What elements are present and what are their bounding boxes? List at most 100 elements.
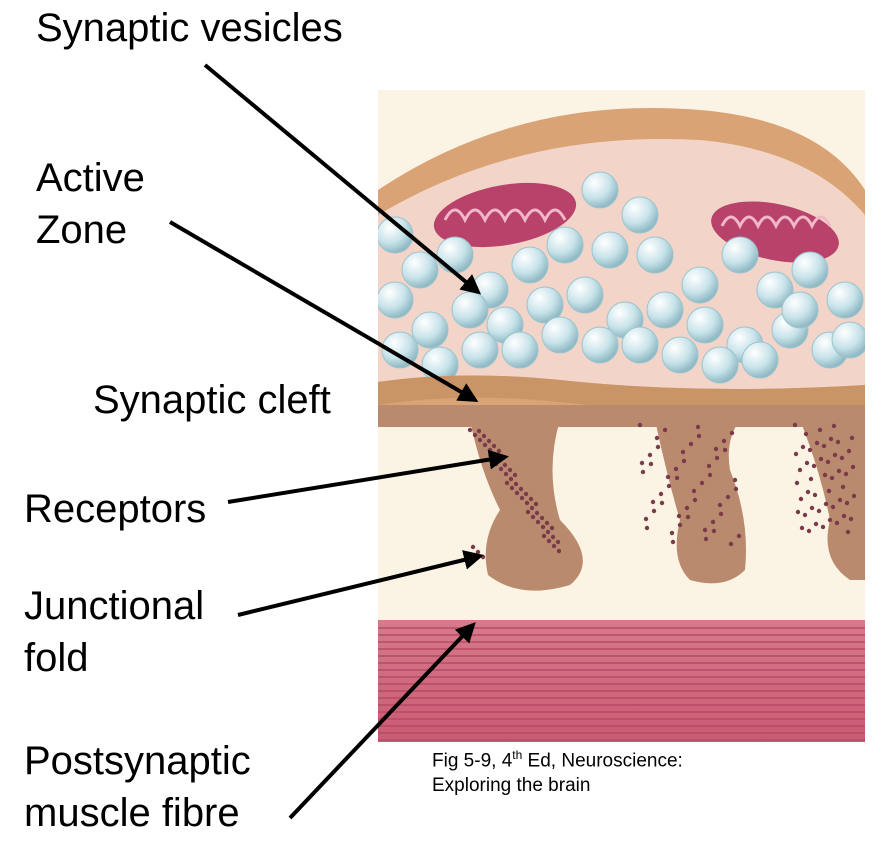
receptor-dot: [676, 513, 682, 519]
receptors-cluster: [467, 422, 857, 560]
receptor-dot: [835, 439, 841, 445]
receptor-dot: [834, 520, 840, 526]
label-active-zone: Active Zone: [36, 152, 145, 256]
receptor-dot: [699, 480, 705, 486]
receptor-dot: [818, 456, 824, 462]
receptor-dot: [845, 529, 851, 535]
receptor-dot: [503, 471, 509, 477]
synaptic-vesicle: [581, 171, 619, 209]
receptor-dot: [681, 458, 687, 464]
receptor-dot: [507, 467, 513, 473]
receptor-dot: [688, 441, 694, 447]
receptor-dot: [684, 505, 690, 511]
receptor-dot: [551, 543, 557, 549]
receptor-dot: [837, 497, 843, 503]
receptor-dot: [806, 528, 812, 534]
receptor-dot: [805, 489, 811, 495]
receptor-dot: [530, 514, 536, 520]
receptor-dot: [534, 510, 540, 516]
synaptic-vesicle: [756, 271, 794, 309]
label-postsynaptic-muscle-fibre: Postsynaptic muscle fibre: [24, 735, 251, 839]
receptor-dot: [544, 520, 550, 526]
receptor-dot: [800, 444, 806, 450]
synaptic-vesicle: [686, 306, 724, 344]
caption-prefix: Fig 5-9, 4: [432, 750, 513, 772]
receptor-dot: [659, 500, 665, 506]
receptor-dot: [491, 443, 497, 449]
receptor-dot: [696, 433, 702, 439]
receptor-dot: [811, 463, 817, 469]
synaptic-vesicle: [681, 266, 719, 304]
receptor-dot: [486, 438, 492, 444]
receptor-dot: [844, 500, 850, 506]
receptor-dot: [828, 436, 834, 442]
receptor-dot: [797, 467, 803, 473]
receptor-dot: [685, 514, 691, 520]
receptor-dot: [472, 432, 478, 438]
receptor-dot: [832, 452, 838, 458]
label-synaptic-vesicles: Synaptic vesicles: [36, 6, 343, 50]
receptor-dot: [798, 496, 804, 502]
receptor-dot: [802, 512, 808, 518]
receptor-dot: [794, 480, 800, 486]
receptor-dot: [836, 468, 842, 474]
synaptic-vesicle: [378, 216, 414, 254]
receptor-dot: [808, 476, 814, 482]
receptor-dot: [799, 525, 805, 531]
synaptic-vesicle: [781, 291, 819, 329]
receptor-dot: [525, 509, 531, 515]
receptor-dot: [480, 554, 486, 560]
caption-superscript: th: [512, 748, 523, 762]
synaptic-vesicle: [646, 291, 684, 329]
presynaptic-membrane-edge: [378, 375, 865, 412]
receptor-dot: [467, 427, 473, 433]
synaptic-vesicle: [378, 281, 414, 319]
receptor-dot: [851, 493, 857, 499]
label-active-zone-line1: Active: [36, 156, 145, 200]
label-postsynaptic-line2: muscle fibre: [24, 791, 240, 835]
receptor-dot: [497, 457, 503, 463]
receptor-dot: [813, 521, 819, 527]
receptor-dot: [732, 477, 738, 483]
receptor-dot: [658, 491, 664, 497]
receptor-dot: [722, 447, 728, 453]
receptor-dot: [711, 528, 717, 534]
label-junctional-fold-line1: Junctional: [24, 584, 205, 628]
receptor-dot: [529, 505, 535, 511]
receptor-dot: [718, 511, 724, 517]
receptor-dot: [714, 455, 720, 461]
synaptic-vesicle: [581, 326, 619, 364]
receptor-dot: [524, 500, 530, 506]
synaptic-vesicle: [831, 321, 865, 359]
receptor-dot: [670, 539, 676, 545]
receptor-dot: [809, 505, 815, 511]
receptor-dot: [508, 476, 514, 482]
receptor-dot: [823, 501, 829, 507]
receptor-dot: [496, 448, 502, 454]
receptor-dot: [651, 508, 657, 514]
synaptic-vesicle: [411, 311, 449, 349]
receptor-dot: [804, 460, 810, 466]
receptor-dot: [792, 422, 798, 428]
receptor-dot: [665, 474, 671, 480]
receptor-dot: [487, 447, 493, 453]
synaptic-vesicle: [661, 336, 699, 374]
label-active-zone-line2: Zone: [36, 208, 128, 252]
synaptic-vesicle: [701, 346, 739, 384]
synaptic-vesicle: [791, 251, 829, 289]
receptor-dot: [545, 529, 551, 535]
label-synaptic-cleft: Synaptic cleft: [93, 378, 331, 422]
receptor-dot: [475, 549, 481, 555]
synaptic-vesicle: [566, 276, 604, 314]
receptor-dot: [476, 428, 482, 434]
receptor-dot: [677, 522, 683, 528]
receptor-dot: [812, 492, 818, 498]
receptor-dot: [825, 459, 831, 465]
receptor-dot: [713, 446, 719, 452]
receptor-dot: [482, 442, 488, 448]
receptor-dot: [539, 515, 545, 521]
receptor-dot: [546, 538, 552, 544]
receptor-dot: [695, 424, 701, 430]
receptor-dot: [829, 475, 835, 481]
receptor-dot: [691, 488, 697, 494]
